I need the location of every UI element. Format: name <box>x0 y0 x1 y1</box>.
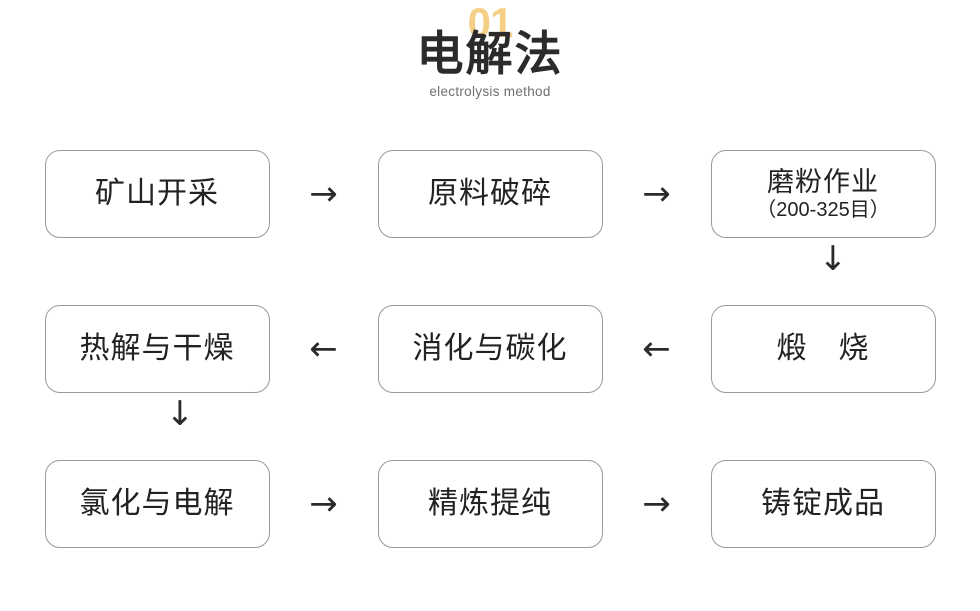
flow-node-sublabel: （200-325目） <box>756 198 890 221</box>
flow-node-label: 消化与碳化 <box>412 332 568 365</box>
flow-node-label: 煅 烧 <box>776 332 870 365</box>
page-title: 电解法 <box>416 27 564 80</box>
arrow-right-icon: → <box>642 174 671 214</box>
arrow-right-icon: → <box>309 174 338 214</box>
page-subtitle: electrolysis method <box>429 84 551 99</box>
flow-row-1: 矿山开采 → 原料破碎 → 磨粉作业 （200-325目） <box>0 150 980 238</box>
flow-node-calcination[interactable]: 煅 烧 <box>710 305 936 393</box>
flow-node-label: 氯化与电解 <box>79 487 235 520</box>
flow-node-chlorination-electrolysis[interactable]: 氯化与电解 <box>44 460 270 548</box>
page-header: 01 电解法 electrolysis method <box>0 0 980 120</box>
flow-node-refining-purification[interactable]: 精炼提纯 <box>377 460 603 548</box>
flow-node-label: 矿山开采 <box>95 177 219 210</box>
flow-node-ingot-product[interactable]: 铸锭成品 <box>710 460 936 548</box>
flow-node-label: 原料破碎 <box>428 177 552 210</box>
flow-row-3: 氯化与电解 → 精炼提纯 → 铸锭成品 <box>0 460 980 548</box>
process-flowchart: 矿山开采 → 原料破碎 → 磨粉作业 （200-325目） ↓ 热解与干燥 ← … <box>0 150 980 548</box>
arrow-left-icon: ← <box>309 329 338 369</box>
section-number-badge: 01 <box>467 0 514 46</box>
flow-gap-2: ↓ <box>0 393 980 460</box>
flow-node-label: 精炼提纯 <box>428 487 552 520</box>
flow-node-label: 铸锭成品 <box>761 487 885 520</box>
flow-node-pyrolysis-drying[interactable]: 热解与干燥 <box>44 305 270 393</box>
flow-node-label: 热解与干燥 <box>79 332 235 365</box>
arrow-down-icon: ↓ <box>165 394 195 434</box>
arrow-right-icon: → <box>642 484 671 524</box>
arrow-down-icon: ↓ <box>818 239 848 279</box>
flow-node-milling[interactable]: 磨粉作业 （200-325目） <box>710 150 936 238</box>
arrow-right-icon: → <box>309 484 338 524</box>
flow-node-label: 磨粉作业 <box>767 166 879 197</box>
flow-gap-1: ↓ <box>0 238 980 305</box>
flow-row-2: 热解与干燥 ← 消化与碳化 ← 煅 烧 <box>0 305 980 393</box>
flow-node-mining[interactable]: 矿山开采 <box>44 150 270 238</box>
arrow-left-icon: ← <box>642 329 671 369</box>
flow-node-digestion-carbonation[interactable]: 消化与碳化 <box>377 305 603 393</box>
flow-node-raw-material-crushing[interactable]: 原料破碎 <box>377 150 603 238</box>
